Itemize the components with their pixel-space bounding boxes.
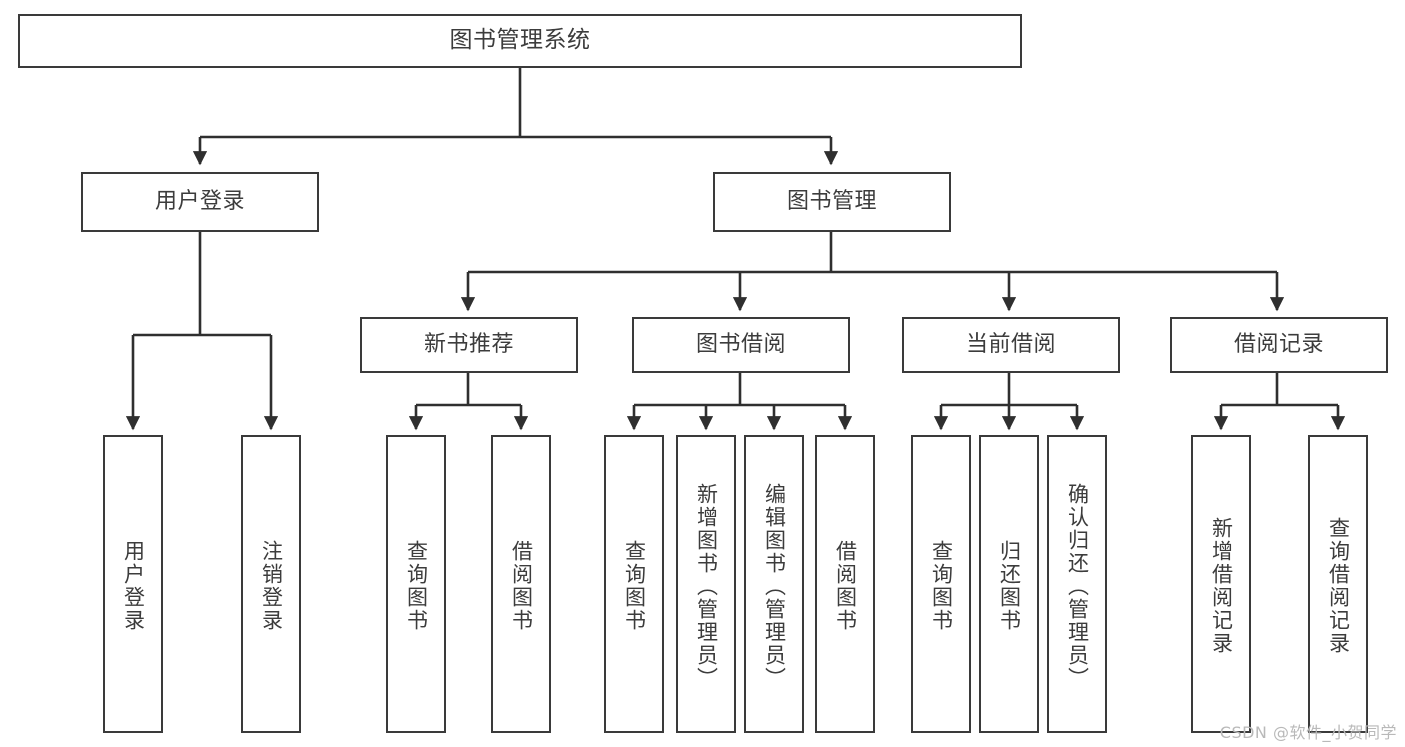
node-label: 确认归还（管理员） xyxy=(1065,482,1090,690)
node-label: 借阅图书 xyxy=(509,540,534,632)
leaf-book-borrow-borrow[interactable]: 借阅图书 xyxy=(815,435,875,733)
node-label: 新增借阅记录 xyxy=(1209,517,1234,655)
node-root-system[interactable]: 图书管理系统 xyxy=(18,14,1022,68)
node-label: 图书借阅 xyxy=(695,331,786,357)
leaf-user-login-login[interactable]: 用户登录 xyxy=(103,435,163,733)
node-label: 查询图书 xyxy=(929,540,954,632)
node-new-book-recommend[interactable]: 新书推荐 xyxy=(360,317,578,373)
node-label: 新书推荐 xyxy=(423,331,514,357)
leaf-new-book-query[interactable]: 查询图书 xyxy=(386,435,446,733)
leaf-borrow-record-query[interactable]: 查询借阅记录 xyxy=(1308,435,1368,733)
node-label: 查询图书 xyxy=(622,540,647,632)
node-label: 新增图书（管理员） xyxy=(694,482,719,690)
leaf-book-borrow-query[interactable]: 查询图书 xyxy=(604,435,664,733)
node-book-management[interactable]: 图书管理 xyxy=(713,172,951,232)
csdn-watermark: CSDN @软件_小贺同学 xyxy=(1219,723,1397,742)
node-label: 编辑图书（管理员） xyxy=(762,482,787,690)
node-label: 查询图书 xyxy=(404,540,429,632)
leaf-borrow-record-add[interactable]: 新增借阅记录 xyxy=(1191,435,1251,733)
node-user-login[interactable]: 用户登录 xyxy=(81,172,319,232)
node-label: 当前借阅 xyxy=(965,331,1056,357)
node-label: 用户登录 xyxy=(121,540,146,632)
leaf-book-borrow-edit[interactable]: 编辑图书（管理员） xyxy=(744,435,804,733)
leaf-current-borrow-return[interactable]: 归还图书 xyxy=(979,435,1039,733)
node-borrow-record[interactable]: 借阅记录 xyxy=(1170,317,1388,373)
node-label: 注销登录 xyxy=(259,540,284,632)
node-label: 用户登录 xyxy=(154,188,245,214)
node-label: 归还图书 xyxy=(997,540,1022,632)
node-label: 图书管理系统 xyxy=(449,27,591,54)
leaf-current-borrow-query[interactable]: 查询图书 xyxy=(911,435,971,733)
node-label: 查询借阅记录 xyxy=(1326,517,1351,655)
node-label: 图书管理 xyxy=(786,188,877,214)
leaf-book-borrow-add[interactable]: 新增图书（管理员） xyxy=(676,435,736,733)
leaf-user-login-logout[interactable]: 注销登录 xyxy=(241,435,301,733)
leaf-new-book-borrow[interactable]: 借阅图书 xyxy=(491,435,551,733)
node-current-borrow[interactable]: 当前借阅 xyxy=(902,317,1120,373)
leaf-current-borrow-confirm-return[interactable]: 确认归还（管理员） xyxy=(1047,435,1107,733)
node-book-borrow[interactable]: 图书借阅 xyxy=(632,317,850,373)
node-label: 借阅图书 xyxy=(833,540,858,632)
node-label: 借阅记录 xyxy=(1233,331,1324,357)
